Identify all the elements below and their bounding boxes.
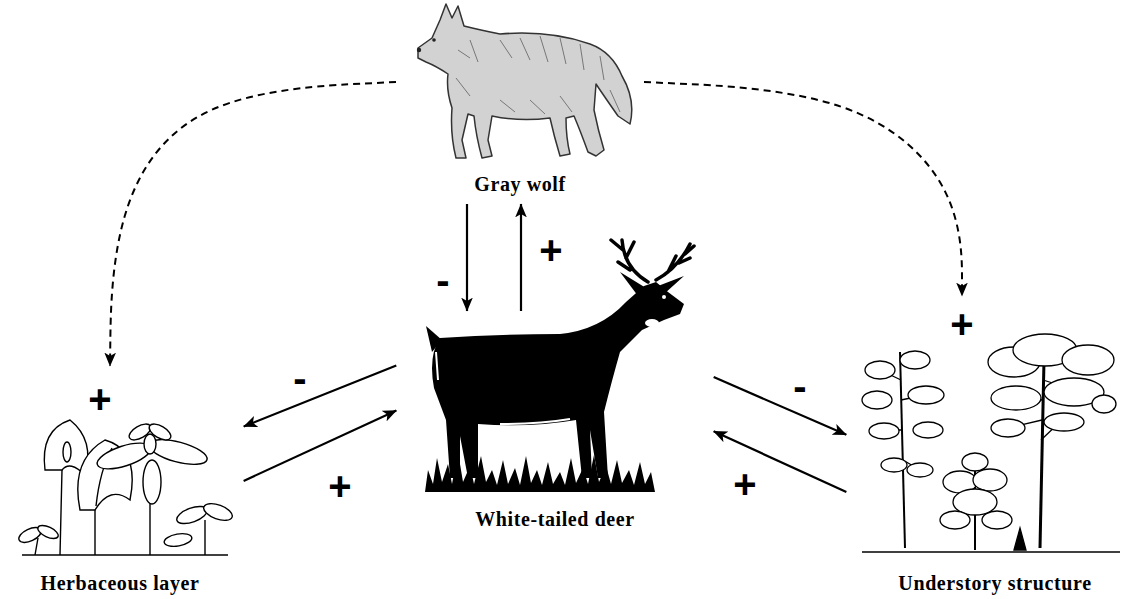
effect-sign: + xyxy=(88,384,111,414)
species-label: Herbaceous layer xyxy=(40,571,199,595)
leaf-cluster xyxy=(991,386,1041,410)
effect-sign: + xyxy=(328,471,351,501)
deer-body xyxy=(432,282,684,478)
leaf-cluster xyxy=(1044,413,1084,431)
ground-line xyxy=(22,554,228,555)
trillium-leaf xyxy=(143,460,161,504)
indirect-effect-arrow xyxy=(644,82,962,296)
leaf-cluster xyxy=(991,419,1025,437)
predator-node: Gray wolf xyxy=(400,0,640,200)
deer-illustration xyxy=(425,240,694,492)
bush-leaves xyxy=(940,511,970,529)
deer-eye xyxy=(662,295,666,299)
small-leaf xyxy=(36,523,60,541)
spadix xyxy=(63,442,71,462)
direct-effect-arrow xyxy=(244,410,397,480)
small-conifer xyxy=(1014,528,1026,550)
leaf-cluster xyxy=(1092,395,1116,413)
effect-sign: - xyxy=(293,363,306,393)
bush-leaves xyxy=(973,469,1007,491)
herbivore-node: White-tailed deer xyxy=(400,315,710,535)
direct-effect-arrow xyxy=(244,365,397,426)
effect-sign: + xyxy=(733,469,756,499)
wolf-body xyxy=(418,4,632,158)
species-label: Gray wolf xyxy=(474,172,566,196)
direct-effect-arrow xyxy=(520,204,522,311)
wolf-nose xyxy=(417,48,421,52)
bush-leaves xyxy=(962,453,988,471)
leaf-cluster xyxy=(900,351,930,369)
grass-tuft xyxy=(425,452,655,492)
deer-ears xyxy=(620,272,684,296)
plant-layer-node: Herbaceous layer xyxy=(0,370,240,599)
indirect-effect-arrow xyxy=(110,82,396,366)
effect-sign: + xyxy=(539,235,562,265)
bush-leaves xyxy=(982,511,1012,529)
effect-sign: - xyxy=(436,265,449,295)
effect-sign: - xyxy=(793,371,806,401)
deer-antlers xyxy=(611,240,694,282)
leaf-cluster xyxy=(869,423,899,439)
effect-sign: + xyxy=(950,309,973,339)
small-leaf xyxy=(202,500,235,523)
wolf-illustration xyxy=(417,4,632,158)
understory-illustration xyxy=(862,334,1120,552)
species-label: Understory structure xyxy=(898,571,1091,595)
leaf-cluster xyxy=(1062,345,1114,375)
species-label: White-tailed deer xyxy=(475,507,635,531)
deer-throat-patch xyxy=(645,319,659,327)
deer-tail xyxy=(426,326,442,352)
ground-line xyxy=(862,551,1120,552)
leaf-cluster xyxy=(908,386,944,404)
leaf-cluster xyxy=(865,361,895,379)
leaf-cluster xyxy=(862,391,892,409)
herb-illustration xyxy=(17,420,235,555)
plant-layer-node: Understory structure xyxy=(850,300,1140,599)
wolf-eye xyxy=(432,38,436,42)
direct-effect-arrow xyxy=(466,204,468,311)
leaf-cluster xyxy=(913,422,943,438)
tree-trunk xyxy=(1040,360,1044,548)
trillium-petal xyxy=(144,434,156,454)
leaf-cluster xyxy=(881,458,907,472)
tree-trunk xyxy=(900,352,905,548)
wolf-fur-shading xyxy=(456,36,620,114)
direct-effect-arrow xyxy=(714,377,847,435)
deer-highlights xyxy=(436,352,570,424)
leaf-cluster xyxy=(907,463,933,477)
small-leaf xyxy=(163,532,193,549)
